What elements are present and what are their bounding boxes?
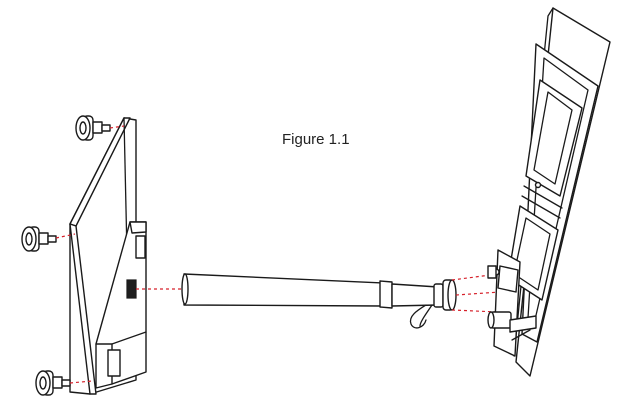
caster-wheel-icon	[21, 226, 57, 252]
telescoping-crossbar	[181, 273, 457, 329]
caster-guide-lines	[55, 125, 125, 384]
upright-panel-frame	[487, 7, 611, 377]
caster-wheel-icon	[75, 115, 111, 141]
base-plate	[69, 117, 147, 395]
figure-caption: Figure 1.1	[282, 131, 350, 148]
caster-wheel-icon	[35, 370, 71, 396]
